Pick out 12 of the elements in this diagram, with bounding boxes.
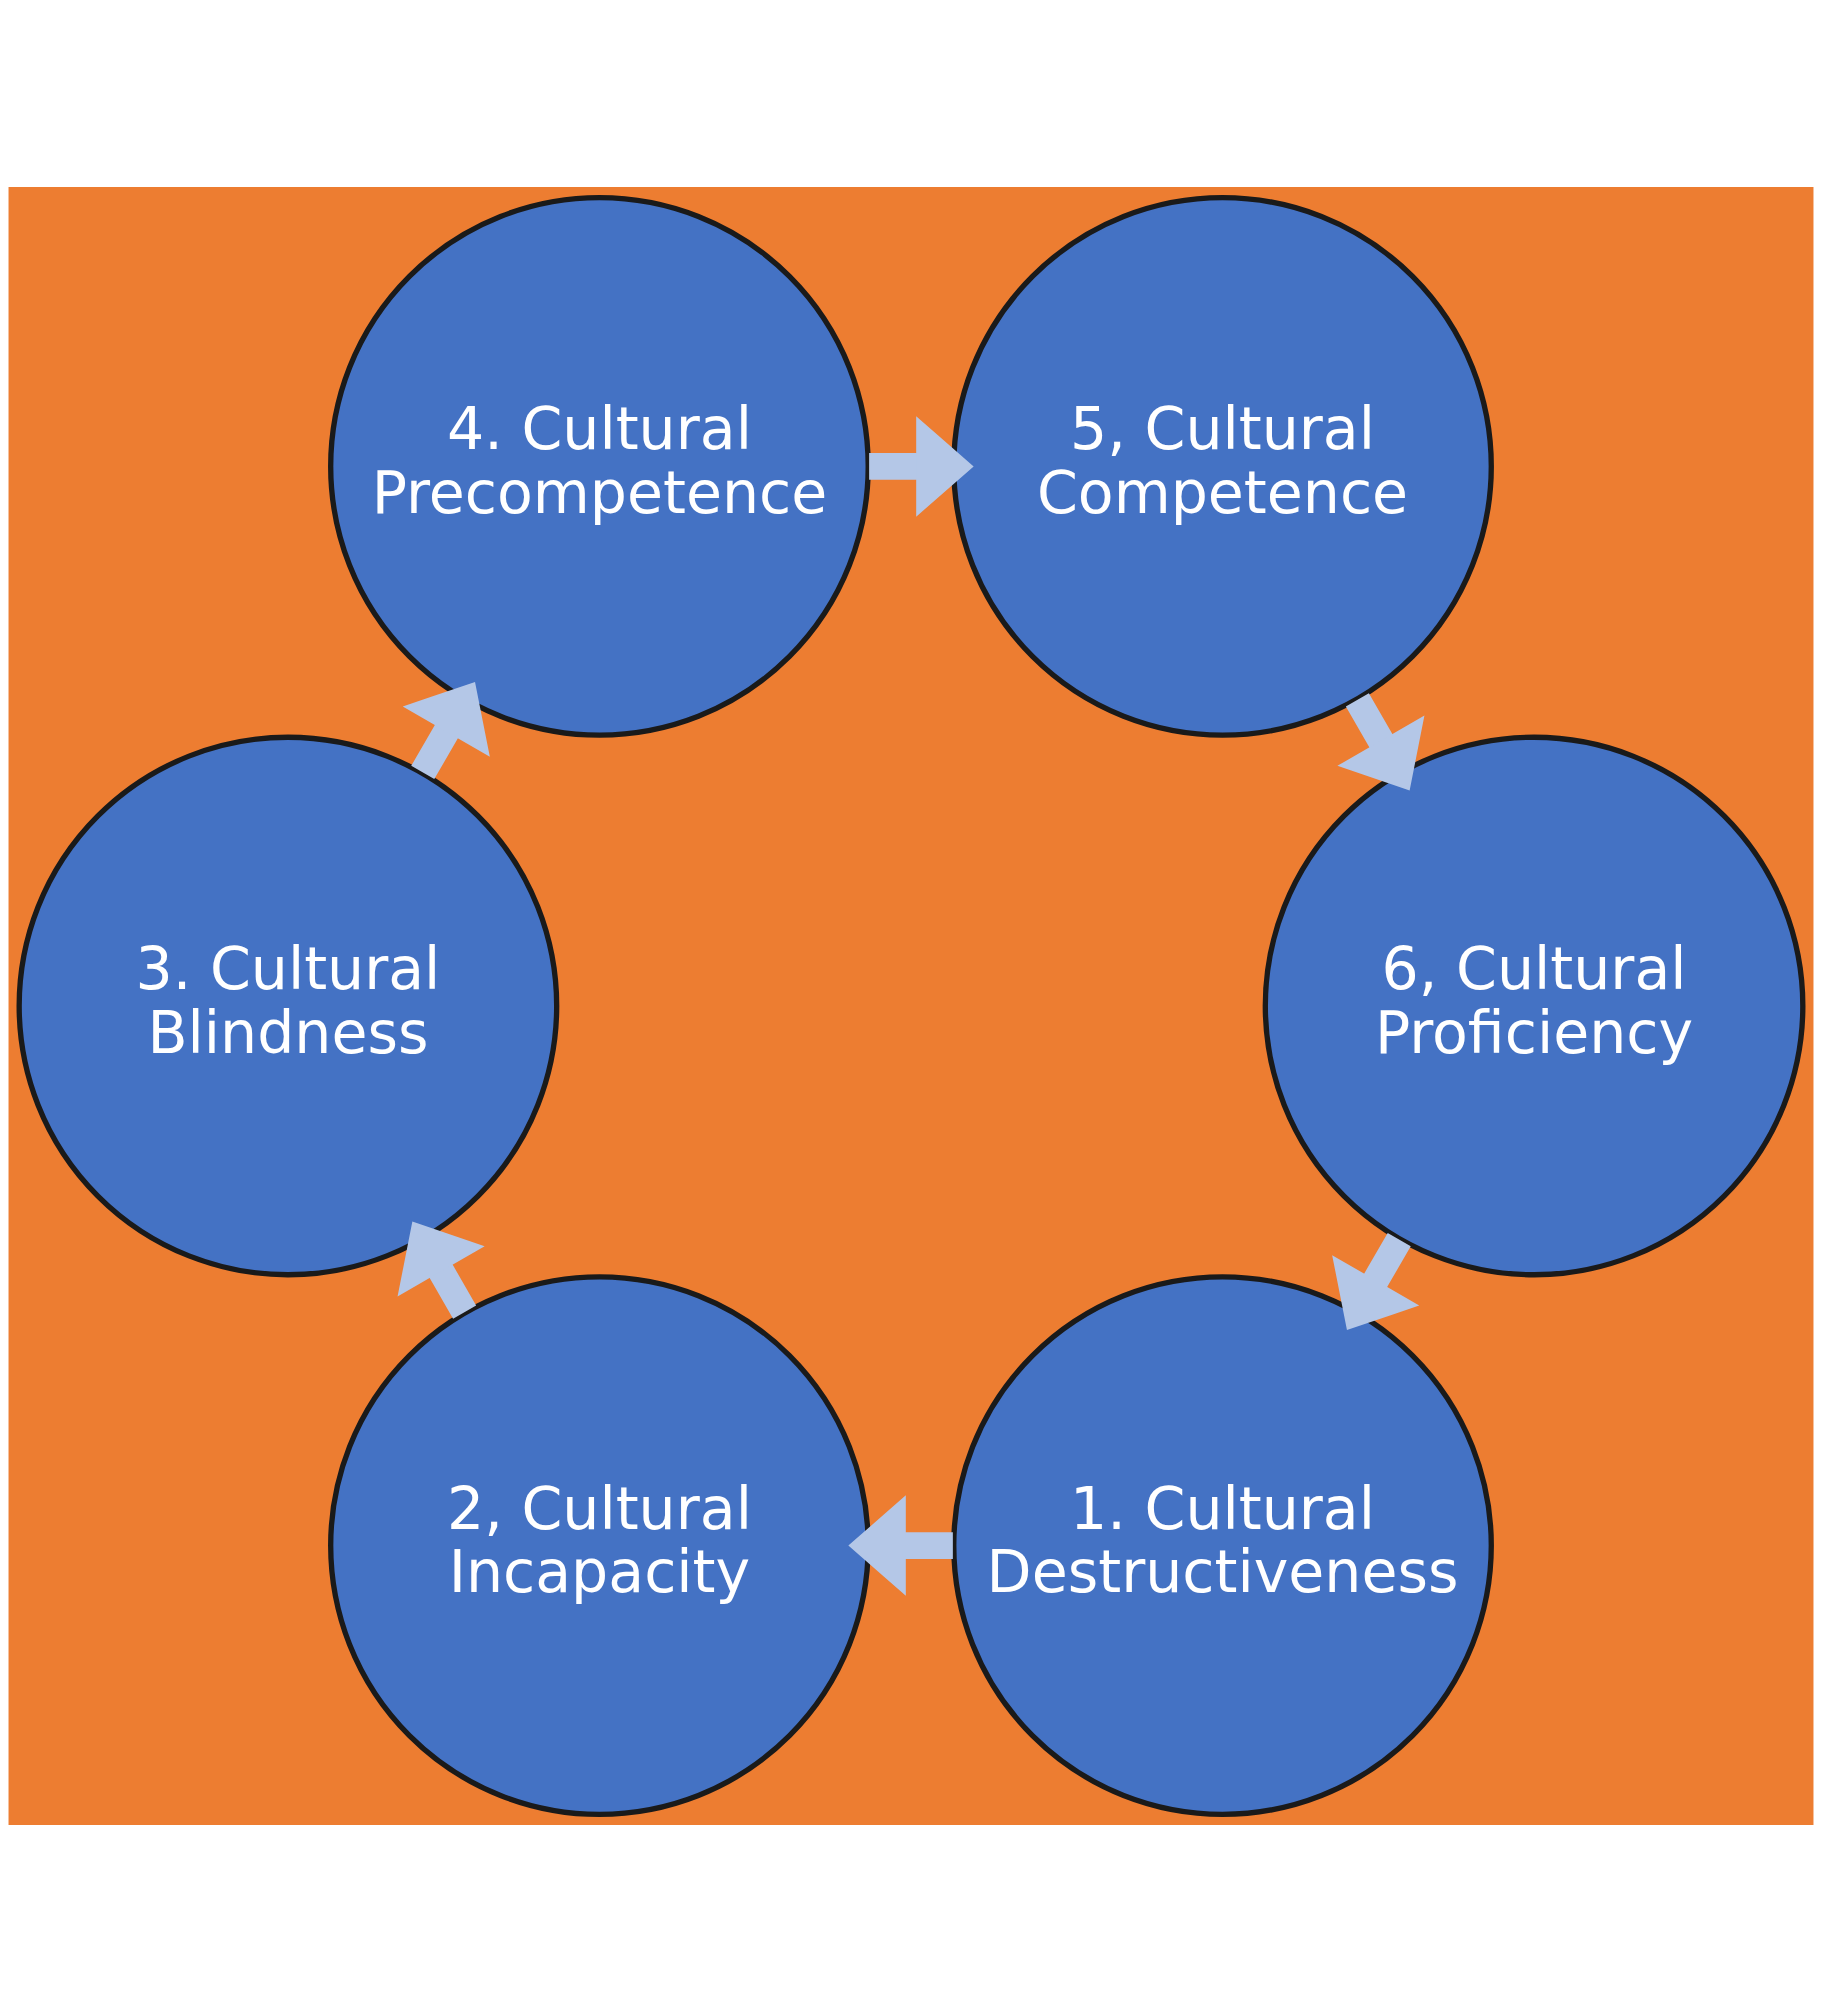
arrow (402, 681, 490, 780)
node-circle: 1. Cultural Destructiveness (951, 1274, 1494, 1817)
node-circle: 6, Cultural Proficiency (1262, 734, 1806, 1278)
arrow (869, 416, 974, 517)
node-circle: 4. Cultural Precompetence (328, 195, 871, 738)
node-circle: 5, Cultural Competence (951, 195, 1494, 738)
arrow (848, 1495, 953, 1596)
node-circle: 3. Cultural Blindness (16, 734, 560, 1278)
arrow (1337, 693, 1425, 791)
node-circle: 2, Cultural Incapacity (328, 1274, 871, 1817)
arrow (397, 1221, 485, 1319)
arrow (1332, 1232, 1420, 1331)
